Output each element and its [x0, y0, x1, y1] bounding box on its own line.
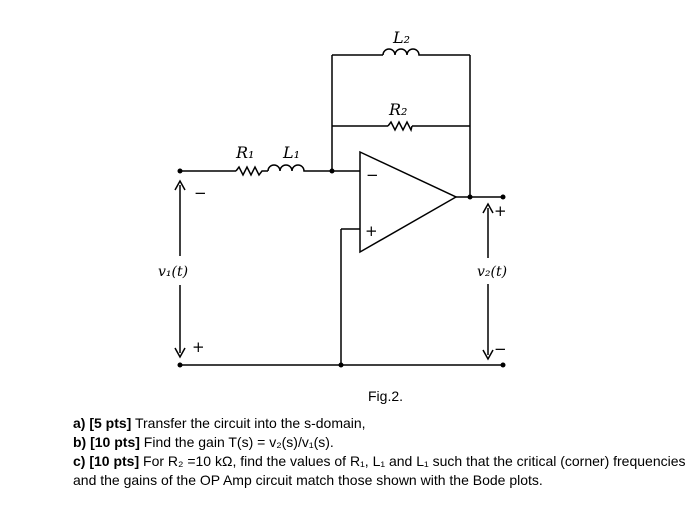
opamp-plus-sign: + [365, 222, 378, 240]
resistor-r1 [235, 165, 268, 177]
question-a: a) [5 pts] Transfer the circuit into the… [73, 414, 693, 433]
circuit-wires [180, 54, 503, 366]
inductor-l2 [382, 48, 420, 56]
v2-bottom-sign: − [494, 340, 507, 358]
circuit-diagram: R₁ L₁ L₂ R₂ − + v₁(t) − + v₂(t) + − [158, 28, 507, 368]
op-amp [359, 150, 458, 254]
question-c-prefix: c) [10 pts] [73, 453, 140, 469]
input-terminal-top [177, 168, 183, 174]
v2-top-sign: + [494, 202, 507, 220]
terminals [177, 168, 506, 368]
label-v1: v₁(t) [158, 264, 188, 280]
question-list: a) [5 pts] Transfer the circuit into the… [73, 414, 693, 490]
resistor-r2 [387, 120, 413, 133]
label-l1: L₁ [282, 143, 300, 162]
question-a-prefix: a) [5 pts] [73, 415, 132, 431]
question-b-prefix: b) [10 pts] [73, 434, 140, 450]
v1-bottom-sign: + [192, 338, 205, 356]
output-terminal-top [500, 194, 506, 200]
opamp-minus-sign: − [366, 166, 379, 184]
question-c-text: For R₂ =10 kΩ, find the values of R₁, L₁… [73, 453, 686, 488]
output-terminal-bottom [500, 362, 506, 368]
v1-voltage-arrow [174, 179, 186, 359]
junction-node-ground [338, 362, 344, 368]
figure-caption: Fig.2. [368, 388, 404, 404]
v1-top-sign: − [194, 184, 207, 202]
question-c: c) [10 pts] For R₂ =10 kΩ, find the valu… [73, 452, 693, 490]
question-b: b) [10 pts] Find the gain T(s) = v₂(s)/v… [73, 433, 693, 452]
junction-node-right [467, 194, 473, 200]
inductor-l1 [267, 164, 306, 172]
label-r2: R₂ [388, 100, 407, 119]
label-v2: v₂(t) [477, 264, 507, 280]
junction-node-left [329, 168, 335, 174]
question-b-text: Find the gain T(s) = v₂(s)/v₁(s). [139, 434, 334, 450]
input-terminal-bottom [177, 362, 183, 368]
label-l2: L₂ [392, 28, 410, 47]
label-r1: R₁ [235, 143, 254, 162]
question-a-text: Transfer the circuit into the s-domain, [131, 415, 366, 431]
v2-voltage-arrow [482, 202, 494, 361]
